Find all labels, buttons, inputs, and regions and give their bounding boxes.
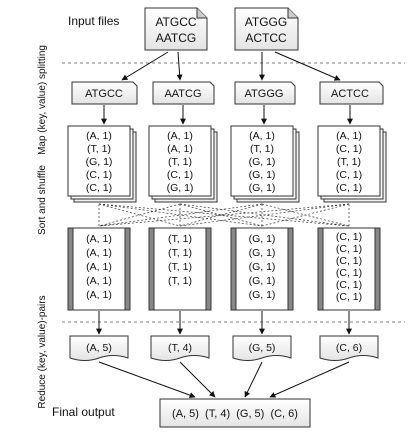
kv-pair: (C, 1): [336, 291, 362, 303]
kv-pair: (C, 1): [86, 182, 112, 194]
final-output-box: (A, 5) (T, 4) (G, 5) (C, 6): [159, 398, 311, 428]
kv-pair: (G, 1): [249, 247, 276, 259]
map-output-stack: (A, 1) (A, 1) (T, 1) (C, 1) (G, 1): [148, 125, 218, 203]
kv-pair: (A, 1): [86, 233, 112, 245]
arrow: [244, 361, 263, 398]
stage-label-sort: Sort and shuffle: [37, 165, 48, 235]
kv-pair: (C, 1): [336, 243, 362, 255]
kv-pair: (C, 1): [336, 267, 362, 279]
kv-pair: (G, 1): [249, 275, 276, 287]
reduced-pair: (C, 6): [336, 342, 362, 354]
kv-pair: (C, 1): [336, 255, 362, 267]
kv-pair: (C, 1): [336, 169, 362, 181]
kv-pair: (T, 1): [168, 247, 192, 259]
kv-pair: (A, 1): [86, 261, 112, 273]
kv-pair: (T, 1): [87, 143, 111, 155]
kv-pair: (A, 1): [167, 143, 193, 155]
kv-pair: (A, 1): [86, 289, 112, 301]
kv-pair: (A, 1): [86, 130, 112, 142]
input-file: ATGCC AATCG: [144, 7, 208, 51]
split-label: AATCG: [164, 88, 201, 100]
kv-pair: (G, 1): [249, 169, 276, 181]
shuffled-group: (C, 1) (C, 1) (C, 1) (C, 1) (C, 1) (C, 1…: [317, 227, 381, 311]
reduced-pair: (T, 4): [168, 342, 192, 354]
stage-label-final: Final output: [52, 405, 115, 419]
shuffled-group: (A, 1) (A, 1) (A, 1) (A, 1) (A, 1): [67, 227, 131, 311]
arrow: [274, 51, 341, 81]
kv-pair: (C, 1): [336, 231, 362, 243]
kv-pair: (T, 1): [168, 156, 192, 168]
input-file-line: ACTCC: [245, 31, 287, 45]
map-output-stack: (A, 1) (T, 1) (G, 1) (G, 1) (G, 1): [230, 125, 300, 203]
reduced-box: (G, 5): [232, 335, 292, 361]
kv-pair: (A, 1): [167, 130, 193, 142]
kv-pair: (C, 1): [167, 169, 193, 181]
input-file-line: ATGCC: [155, 15, 196, 29]
kv-pair: (T, 1): [168, 275, 192, 287]
map-output-stack: (A, 1) (T, 1) (G, 1) (C, 1) (C, 1): [67, 125, 137, 203]
shuffled-group: (T, 1) (T, 1) (T, 1) (T, 1): [148, 227, 212, 311]
kv-pair: (G, 1): [249, 289, 276, 301]
kv-pair: (C, 1): [336, 182, 362, 194]
arrow: [269, 361, 350, 398]
kv-pair: (G, 1): [249, 261, 276, 273]
kv-pair: (T, 1): [250, 143, 274, 155]
arrow: [179, 361, 216, 398]
reduced-pair: (G, 5): [249, 342, 276, 354]
split-label: ATGGG: [245, 88, 284, 100]
split-box: AATCG: [152, 81, 215, 105]
stage-label-map: Map (key, value) splitting: [37, 45, 48, 155]
arrow: [121, 51, 169, 81]
split-box: ATGCC: [71, 81, 138, 105]
split-label: ATGCC: [85, 88, 123, 100]
split-box: ACTCC: [319, 81, 384, 105]
kv-pair: (G, 1): [167, 182, 194, 194]
kv-pair: (C, 1): [336, 279, 362, 291]
reduced-box: (C, 6): [319, 335, 379, 361]
kv-pair: (C, 1): [86, 169, 112, 181]
input-file-line: AATCG: [156, 31, 196, 45]
kv-pair: (T, 1): [168, 261, 192, 273]
kv-pair: (C, 1): [336, 143, 362, 155]
shuffled-group: (G, 1) (G, 1) (G, 1) (G, 1) (G, 1): [230, 227, 294, 311]
kv-pair: (T, 1): [168, 233, 192, 245]
kv-pair: (G, 1): [249, 156, 276, 168]
input-file: ATGGG ACTCC: [234, 7, 299, 51]
reduced-box: (A, 5): [69, 335, 129, 361]
input-file-line: ATGGG: [245, 15, 287, 29]
arrow: [176, 51, 183, 81]
split-label: ACTCC: [331, 88, 369, 100]
reduced-pair: (A, 5): [86, 342, 112, 354]
kv-pair: (A, 1): [249, 130, 275, 142]
kv-pair: (A, 1): [86, 275, 112, 287]
reduced-box: (T, 4): [150, 335, 210, 361]
kv-pair: (G, 1): [249, 182, 276, 194]
split-box: ATGGG: [234, 81, 296, 105]
stage-label-reduce: Reduce (key, value)-pairs: [37, 295, 48, 408]
kv-pair: (T, 1): [337, 156, 361, 168]
stage-label-input: Input files: [68, 14, 119, 28]
kv-pair: (A, 1): [336, 130, 362, 142]
final-output-text: (A, 5) (T, 4) (G, 5) (C, 6): [172, 408, 298, 420]
map-output-stack: (A, 1) (C, 1) (T, 1) (C, 1) (C, 1): [317, 125, 387, 203]
shuffle-lines: [98, 203, 350, 227]
kv-pair: (G, 1): [249, 233, 276, 245]
kv-pair: (A, 1): [86, 247, 112, 259]
arrow: [98, 361, 196, 398]
kv-pair: (G, 1): [86, 156, 113, 168]
